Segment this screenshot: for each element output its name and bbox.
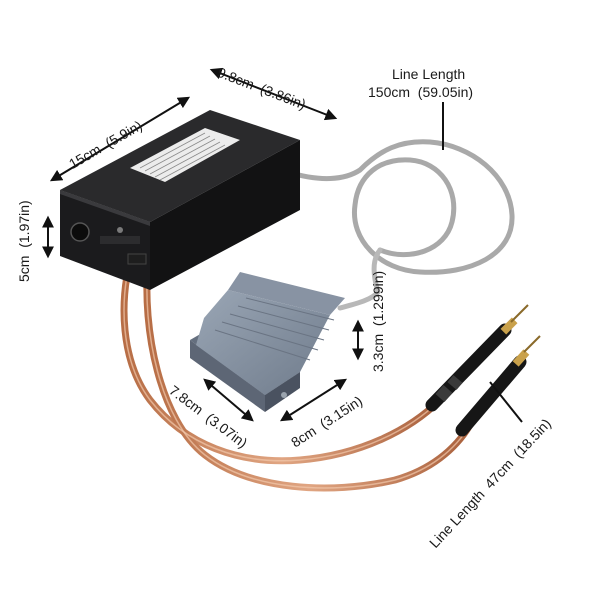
copper-cables [120,258,474,492]
pedal-cable-length-title: Line Length [392,66,466,82]
control-box [60,110,300,290]
box-height-label: 5cm (1.97in) [16,200,32,282]
knob-icon [70,222,90,242]
pedal-cable [285,139,515,311]
pedal-cable-length-value: 150cm (59.05in) [368,84,474,100]
pen-cable-leader [489,381,523,423]
pedal-height-label: 3.3cm (1.299in) [370,270,386,372]
box-width-arrow [209,67,338,121]
pedal-width-arrow [279,378,348,422]
box-length-arrow [49,96,191,182]
welding-pen-upper [425,304,529,412]
pedal-length-arrow [203,378,254,422]
foot-pedal [190,272,345,412]
dimension-arrows [42,67,523,423]
welding-pen-lower [455,335,541,437]
